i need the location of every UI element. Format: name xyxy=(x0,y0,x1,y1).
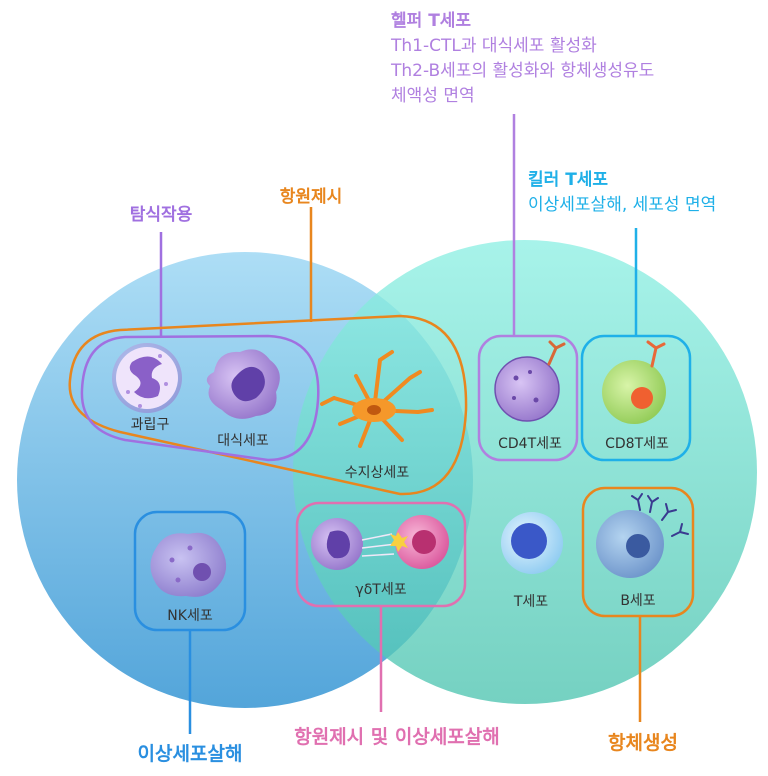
macrophage-label: 대식세포 xyxy=(217,433,269,449)
tcell-label: T세포 xyxy=(513,594,549,610)
antigen-presentation-outline xyxy=(68,314,468,496)
phagocytosis-label: 탐식작용 xyxy=(129,205,193,225)
cd8t-label: CD8T세포 xyxy=(605,436,669,452)
dendritic-cell xyxy=(320,350,434,448)
cd8t-box xyxy=(580,334,692,462)
antibody-function-label: 항체생성 xyxy=(608,732,678,754)
killer-t-description: 킬러 T세포 이상세포살해, 세포성 면역 xyxy=(528,165,716,218)
cd8t-cell xyxy=(602,340,666,424)
cd4t-label: CD4T세포 xyxy=(498,436,562,452)
killer-t-title: 킬러 T세포 xyxy=(528,170,609,190)
cd4t-cell xyxy=(494,340,566,422)
helper-t-line2: Th2-B세포의 활성화와 항체생성유도 xyxy=(391,61,655,81)
granulocyte-label: 과립구 xyxy=(130,417,170,433)
helper-t-description: 헬퍼 T세포 Th1-CTL과 대식세포 활성화 Th2-B세포의 활성화와 항… xyxy=(391,6,654,109)
antigen-presentation-label: 항원제시 xyxy=(279,187,343,207)
helper-t-line3: 체액성 면역 xyxy=(391,86,475,106)
helper-t-line1: Th1-CTL과 대식세포 활성화 xyxy=(391,36,597,56)
gd-function-label: 항원제시 및 이상세포살해 xyxy=(294,726,500,748)
nk-function-label: 이상세포살해 xyxy=(137,743,243,765)
nk-cell xyxy=(150,532,227,597)
killer-t-line1: 이상세포살해, 세포성 면역 xyxy=(528,195,717,215)
b-cell xyxy=(596,493,689,578)
bcell-box xyxy=(581,486,695,618)
macrophage-cell xyxy=(206,349,280,419)
phagocytosis-outline xyxy=(80,334,320,462)
bcell-label: B세포 xyxy=(620,593,656,609)
gd-t-cell xyxy=(311,515,449,570)
adaptive-immunity-circle xyxy=(293,240,757,704)
helper-t-title: 헬퍼 T세포 xyxy=(391,11,472,31)
granulocyte-cell xyxy=(112,343,182,413)
dendritic-label: 수지상세포 xyxy=(344,465,410,481)
nk-label: NK세포 xyxy=(167,608,213,624)
nk-box xyxy=(133,510,247,632)
t-cell xyxy=(501,512,563,574)
gd-box xyxy=(295,501,467,608)
gdt-label: γδT세포 xyxy=(355,582,407,598)
cd4t-box xyxy=(477,334,579,462)
